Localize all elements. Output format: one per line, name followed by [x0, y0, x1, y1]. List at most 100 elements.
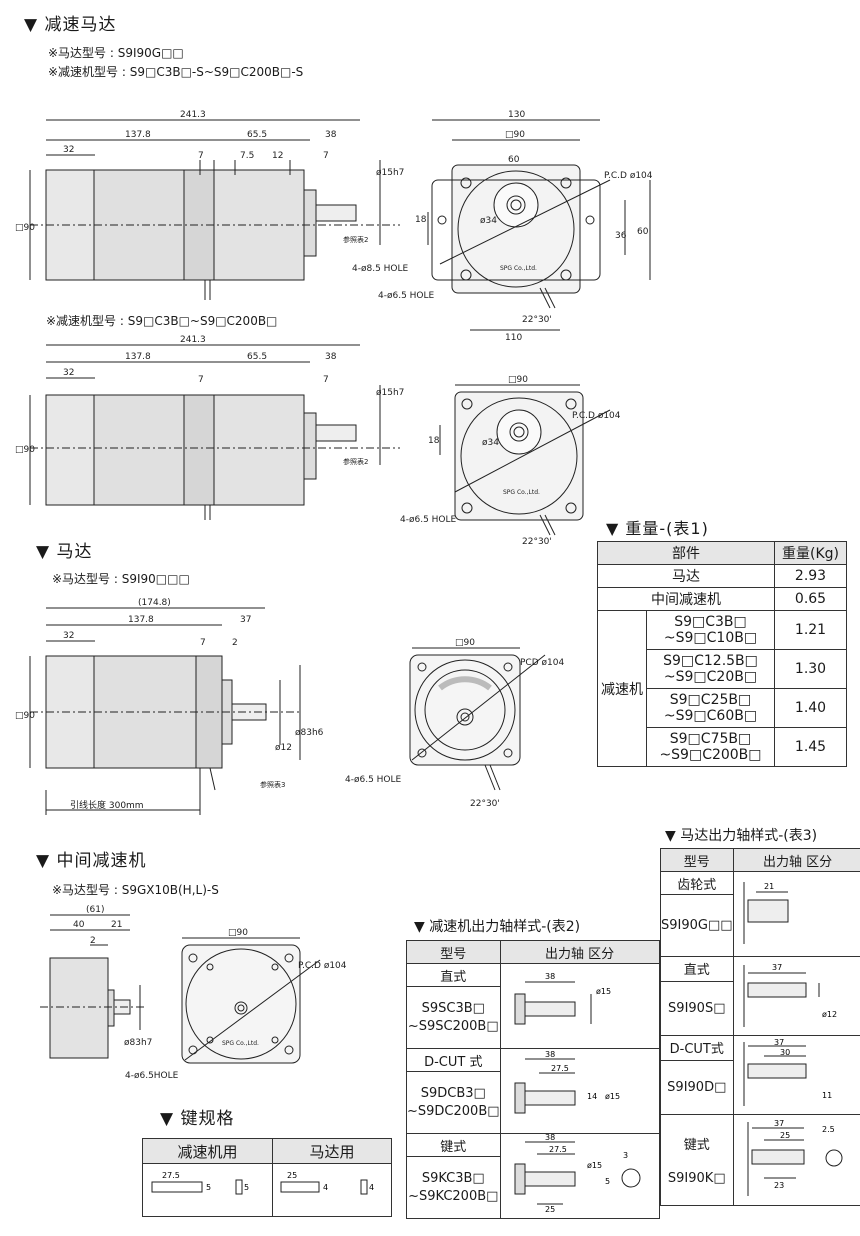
dim-137-1: 137.8	[125, 130, 151, 140]
weight-part: 马达	[597, 564, 775, 588]
t3-dim37: 37	[772, 963, 782, 972]
t2-dim25: 25	[545, 1205, 555, 1214]
dim-32-2: 32	[63, 368, 74, 378]
t3-dim30: 30	[780, 1048, 790, 1057]
dim-18-2: 18	[415, 215, 427, 225]
t3-model: S9I90G□□	[660, 894, 734, 957]
key-dim-4b: 4	[369, 1183, 374, 1192]
dim-21-7: 21	[111, 920, 122, 930]
t2-dcut-drawing: 38 27.5 14 ø15	[514, 1050, 620, 1114]
pcd-3: PCD ø104	[520, 658, 564, 668]
intermediate-front-view	[181, 937, 321, 1064]
t2-dim38c: 38	[545, 1134, 555, 1142]
t3-dim11: 11	[822, 1091, 832, 1100]
heading-table2: ▼ 减速机出力轴样式-(表2)	[414, 919, 581, 935]
dim-sq90-8: □90	[228, 928, 248, 938]
key-dim-275: 27.5	[162, 1171, 180, 1180]
t2-phi15c: ø15	[587, 1161, 602, 1170]
motor-side-view	[29, 607, 301, 815]
weight-sub-b: ~S9□C10B□	[663, 630, 758, 646]
weight-value: 1.40	[773, 688, 848, 728]
t2-dim275b: 27.5	[549, 1145, 567, 1154]
t2-dim38a: 38	[545, 972, 555, 981]
dim-75-1: 7.5	[240, 151, 254, 161]
t2-dim275a: 27.5	[551, 1064, 569, 1073]
t3-type: 直式	[660, 956, 734, 982]
motor-front-view	[409, 647, 546, 791]
angle-2: 22°30'	[522, 537, 552, 547]
weight-h-part: 部件	[597, 541, 775, 565]
spg-mark-1: SPG Co.,Ltd.	[500, 265, 537, 272]
dim-38-1: 38	[325, 130, 337, 140]
dim-32-5: 32	[63, 631, 74, 641]
t2-model-b: ~S9SC200B□	[407, 1018, 499, 1034]
pcd-4: P.C.D ø104	[298, 961, 347, 971]
weight-value: 2.93	[773, 564, 848, 588]
reducer-front-view-2	[439, 384, 611, 536]
t3-model: S9I90K□	[667, 1171, 726, 1186]
t3-dim37c: 37	[774, 1119, 784, 1128]
t3-h-shaft: 出力轴 区分	[732, 848, 860, 872]
weight-sub-b: ~S9□C20B□	[663, 669, 758, 685]
t2-dim38b: 38	[545, 1050, 555, 1059]
ref-table2-1: 参照表2	[343, 235, 368, 244]
phi83-7: ø83h7	[124, 1038, 152, 1048]
t2-shaft-straight: 38 ø15	[499, 963, 660, 1049]
t2-key-drawing: 38 27.5 25 ø15 5 3	[514, 1133, 641, 1214]
dim-7-5: 7	[200, 638, 206, 648]
dim-137-2: 137.8	[125, 352, 151, 362]
dim-32-1: 32	[63, 145, 74, 155]
t2-shaft-dcut: 38 27.5 14 ø15	[499, 1048, 660, 1134]
motor-shaft-table: 型号 出力轴 区分 齿轮式 21 S9I90G□□ 直式 37 ø12 S9I9…	[660, 848, 860, 1206]
dim-sq90-2: □90	[505, 130, 525, 140]
angle-1: 22°30'	[522, 315, 552, 325]
t2-model-b: ~S9DC200B□	[407, 1103, 500, 1119]
reducer-motor-side-view-1	[29, 119, 400, 300]
t2-straight-drawing: 38 ø15	[514, 972, 611, 1025]
hole-85: 4-ø8.5 HOLE	[352, 264, 409, 274]
ref-table3: 参照表3	[260, 780, 285, 789]
heading-intermediate: ▼ 中间减速机	[36, 851, 147, 871]
weight-sub-b: ~S9□C200B□	[659, 747, 762, 763]
t2-h-shaft: 出力轴 区分	[499, 940, 660, 964]
key-dim-4a: 4	[323, 1183, 328, 1192]
t2-model-b: ~S9KC200B□	[408, 1188, 499, 1204]
t3-dim37b: 37	[774, 1038, 784, 1047]
dim-sq90-6: □90	[455, 638, 475, 648]
gear-shaft-drawing: 21	[743, 882, 789, 944]
weight-sub-b: ~S9□C60B□	[663, 708, 758, 724]
t2-dim5: 5	[605, 1177, 610, 1186]
reducer-front-view-1	[427, 119, 651, 331]
weight-sub-a: S9□C75B□	[669, 731, 752, 747]
reducer-shaft-table: 型号 出力轴 区分 直式 38 ø15 S9SC3B□~S9SC200B□ D-…	[406, 940, 660, 1219]
dim-61: (61)	[86, 905, 104, 915]
spg-mark-2: SPG Co.,Ltd.	[503, 489, 540, 496]
phi34-1: ø34	[480, 216, 497, 226]
phi12-5: ø12	[275, 743, 292, 753]
t3-dim23: 23	[774, 1181, 784, 1190]
t2-type: D-CUT 式	[406, 1047, 501, 1073]
t3-shaft-straight: 37 ø12	[732, 956, 860, 1036]
weight-h-weight: 重量(Kg)	[773, 541, 848, 565]
ref-table2-2: 参照表2	[343, 457, 368, 466]
pcd-1: P.C.D ø104	[604, 171, 653, 181]
phi83-5: ø83h6	[295, 728, 324, 738]
straight-shaft-drawing: 37 ø12	[743, 963, 837, 1027]
key-shaft-drawing: 37 25 23 2.5	[747, 1119, 843, 1196]
heading-motor: ▼ 马达	[36, 542, 93, 562]
dim-38-2: 38	[325, 352, 337, 362]
t3-dim25: 25	[780, 1131, 790, 1140]
hole-65-2: 4-ø6.5 HOLE	[400, 515, 457, 525]
note-motor-model-1: ※马达型号 : S9I90G□□	[48, 46, 184, 60]
dim-18-4: 18	[428, 436, 440, 446]
t2-type: 直式	[406, 962, 501, 988]
key-reducer-drawing: 27.5 5 5	[151, 1171, 249, 1195]
t2-dim14: 14	[587, 1092, 597, 1101]
dim-110: 110	[505, 333, 522, 343]
weight-sub-a: S9□C12.5B□	[663, 653, 758, 669]
hole-65-1: 4-ø6.5 HOLE	[378, 291, 435, 301]
t3-model: S9I90D□	[660, 1059, 734, 1116]
